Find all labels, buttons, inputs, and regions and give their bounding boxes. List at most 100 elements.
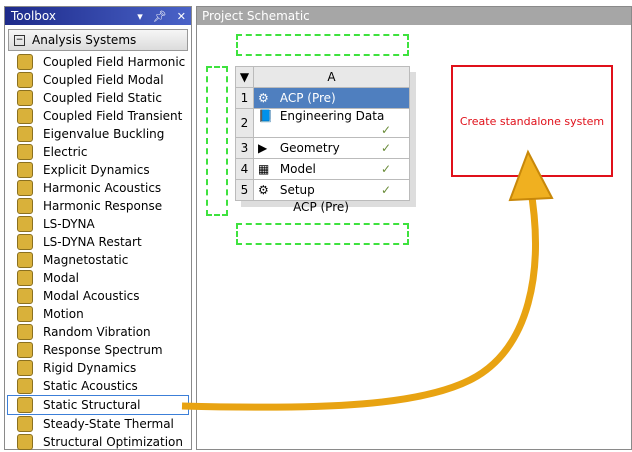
analysis-system-icon: [17, 397, 33, 413]
item-label: Structural Optimization: [43, 435, 183, 449]
check-icon: ✓: [380, 123, 391, 137]
item-label: Magnetostatic: [43, 253, 129, 267]
toolbox-item[interactable]: Coupled Field Modal: [5, 71, 191, 89]
analysis-system-icon: [17, 162, 33, 178]
cell-icon: ▶: [258, 141, 268, 155]
cell-label: Engineering Data: [279, 109, 385, 123]
item-label: Eigenvalue Buckling: [43, 127, 165, 141]
system-cell-row[interactable]: 3 ▶ Geometry ✓: [235, 137, 410, 159]
analysis-system-icon: [17, 90, 33, 106]
row-number: 3: [235, 137, 254, 159]
toolbox-item[interactable]: Harmonic Acoustics: [5, 179, 191, 197]
toolbox-item[interactable]: Harmonic Response: [5, 197, 191, 215]
system-cell-row[interactable]: 1 ⚙ ACP (Pre): [235, 87, 410, 109]
item-label: Rigid Dynamics: [43, 361, 137, 375]
toolbox-item[interactable]: Modal: [5, 269, 191, 287]
group-analysis-systems[interactable]: −Analysis Systems: [8, 29, 188, 51]
group-label: Analysis Systems: [32, 33, 137, 47]
item-label: Coupled Field Harmonic: [43, 55, 186, 69]
analysis-system-icon: [17, 144, 33, 160]
item-label: Modal: [43, 271, 79, 285]
cell-label: Model: [279, 162, 316, 176]
toolbox-item[interactable]: Structural Optimization: [5, 433, 191, 451]
item-label: Harmonic Response: [43, 199, 163, 213]
cell-label: Setup: [279, 183, 315, 197]
item-label: Coupled Field Modal: [43, 73, 164, 87]
toolbox-item[interactable]: Random Vibration: [5, 323, 191, 341]
toolbox-item[interactable]: LS-DYNA: [5, 215, 191, 233]
toolbox-item[interactable]: Electric: [5, 143, 191, 161]
row-number: 4: [235, 158, 254, 180]
analysis-system-icon: [17, 72, 33, 88]
item-label: Modal Acoustics: [43, 289, 140, 303]
check-icon: ✓: [380, 141, 391, 155]
toolbox-item[interactable]: Static Structural: [7, 395, 189, 415]
system-block[interactable]: ▼A 1⚙ ACP (Pre)2📘 Engineering Data✓3▶ Ge…: [235, 66, 410, 201]
toolbox-item[interactable]: Response Spectrum: [5, 341, 191, 359]
analysis-system-icon: [17, 216, 33, 232]
drop-zone-bottom[interactable]: [236, 223, 409, 245]
collapse-icon[interactable]: −: [14, 34, 25, 46]
analysis-system-icon: [17, 234, 33, 250]
toolbox-item[interactable]: Steady-State Thermal: [5, 415, 191, 433]
project-schematic-panel: Project Schematic: [196, 6, 632, 450]
analysis-system-icon: [17, 288, 33, 304]
system-name[interactable]: ACP (Pre): [293, 200, 349, 214]
analysis-system-icon: [17, 180, 33, 196]
cell-icon: ▦: [258, 162, 270, 176]
item-label: Harmonic Acoustics: [43, 181, 162, 195]
close-icon[interactable]: ✕: [176, 9, 186, 23]
toolbox-item[interactable]: Coupled Field Harmonic: [5, 53, 191, 71]
toolbox-item[interactable]: LS-DYNA Restart: [5, 233, 191, 251]
toolbox-item[interactable]: Static Acoustics: [5, 377, 191, 395]
pin-icon[interactable]: 📌︎: [152, 9, 167, 23]
analysis-system-icon: [17, 198, 33, 214]
row-number: 1: [235, 87, 254, 109]
item-label: LS-DYNA Restart: [43, 235, 142, 249]
standalone-label: Create standalone system: [459, 114, 605, 128]
item-label: Steady-State Thermal: [43, 417, 174, 431]
toolbox-item[interactable]: Magnetostatic: [5, 251, 191, 269]
item-label: Static Structural: [43, 398, 141, 412]
system-cell-row[interactable]: 4 ▦ Model ✓: [235, 158, 410, 180]
item-label: Coupled Field Transient: [43, 109, 183, 123]
item-label: Explicit Dynamics: [43, 163, 150, 177]
analysis-system-icon: [17, 108, 33, 124]
item-label: Motion: [43, 307, 84, 321]
toolbox-item[interactable]: Coupled Field Transient: [5, 107, 191, 125]
system-cell-row[interactable]: 5⚙ Setup✓: [235, 179, 410, 201]
item-label: Random Vibration: [43, 325, 151, 339]
schematic-title: Project Schematic: [197, 7, 631, 25]
analysis-system-icon: [17, 360, 33, 376]
toolbox-item[interactable]: Motion: [5, 305, 191, 323]
cell-label: ACP (Pre): [279, 91, 336, 105]
analysis-system-icon: [17, 54, 33, 70]
toolbox-item[interactable]: Explicit Dynamics: [5, 161, 191, 179]
analysis-system-icon: [17, 252, 33, 268]
item-label: Coupled Field Static: [43, 91, 162, 105]
cell-icon: ⚙: [258, 91, 269, 105]
toolbox-item[interactable]: Modal Acoustics: [5, 287, 191, 305]
toolbox-title-bar: Toolbox▾📌︎✕: [5, 7, 191, 25]
cell-icon: 📘: [258, 109, 273, 123]
cell-icon: ⚙: [258, 183, 269, 197]
check-icon: ✓: [380, 162, 391, 176]
analysis-system-icon: [17, 434, 33, 450]
analysis-system-icon: [17, 324, 33, 340]
system-cell-row[interactable]: 2📘 Engineering Data✓: [235, 108, 410, 138]
item-label: Electric: [43, 145, 88, 159]
dropdown-icon[interactable]: ▾: [137, 9, 143, 23]
analysis-system-icon: [17, 378, 33, 394]
toolbox-panel: Toolbox▾📌︎✕ −Analysis Systems Coupled Fi…: [4, 6, 192, 450]
toolbox-item[interactable]: Rigid Dynamics: [5, 359, 191, 377]
item-label: Static Acoustics: [43, 379, 138, 393]
toolbox-item[interactable]: Coupled Field Static: [5, 89, 191, 107]
toolbox-item[interactable]: Eigenvalue Buckling: [5, 125, 191, 143]
drop-zone-top[interactable]: [236, 34, 409, 56]
analysis-system-icon: [17, 416, 33, 432]
drop-zone-left[interactable]: [206, 66, 228, 216]
column-header: A: [253, 66, 410, 88]
check-icon: ✓: [380, 183, 391, 197]
cell-label: Geometry: [279, 141, 340, 155]
